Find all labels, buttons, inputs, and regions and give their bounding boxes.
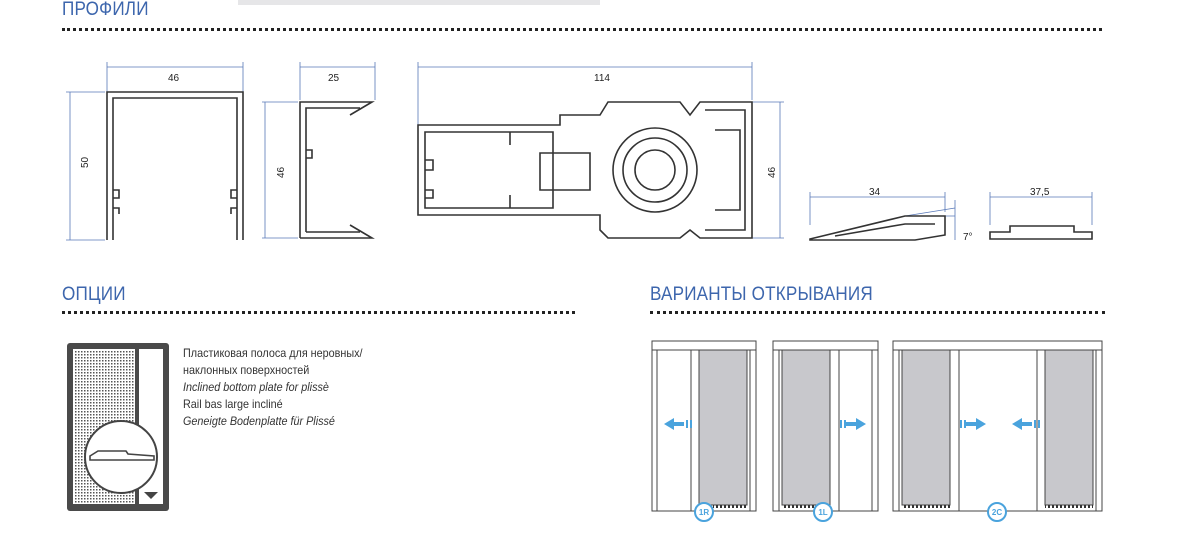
option-line-ru-2: наклонных поверхностей [183,363,310,377]
p1-width: 46 [168,73,180,84]
p2-height: 46 [276,166,287,178]
arrow-left-icon [664,418,692,430]
profiles-divider [62,28,1102,31]
p5-width: 37,5 [1030,187,1050,198]
top-bar [238,0,600,5]
option-line-de: Geneigte Bodenplatte für Plissé [183,414,335,428]
p3-width: 114 [594,73,610,84]
option-line-fr: Rail bas large incliné [183,397,283,411]
p4-angle: 7° [963,232,973,243]
opening-heading: ВАРИАНТЫ ОТКРЫВАНИЯ [650,284,873,305]
options-heading: ОПЦИИ [62,284,126,305]
p2-width: 25 [328,73,340,84]
variant-2c [892,340,1103,512]
options-divider [62,311,575,314]
arrow-right-icon [960,418,986,430]
opening-variants-drawing: 1R 1L 2C [651,340,1103,522]
p4-width: 34 [869,187,881,198]
opening-divider [650,311,1105,314]
p1-height: 50 [80,156,91,168]
variant-1l [772,340,879,512]
option-line-en: Inclined bottom plate for plissè [183,380,329,394]
variant-code-1l: 1L [818,508,827,517]
arrow-left-icon [1012,418,1040,430]
arrow-right-icon [840,418,866,430]
variant-code-1r: 1R [699,508,709,517]
profiles-heading: ПРОФИЛИ [62,0,149,20]
inclined-plate-icon [67,343,169,511]
option-description: Пластиковая полоса для неровных/ наклонн… [183,345,363,430]
option-line-ru-1: Пластиковая полоса для неровных/ [183,346,363,360]
p3-height: 46 [767,166,778,178]
variant-code-2c: 2C [992,508,1002,517]
profiles-drawing: 46 50 25 46 114 46 34 7° 37,5 [66,62,1093,243]
variant-1r [651,340,757,512]
